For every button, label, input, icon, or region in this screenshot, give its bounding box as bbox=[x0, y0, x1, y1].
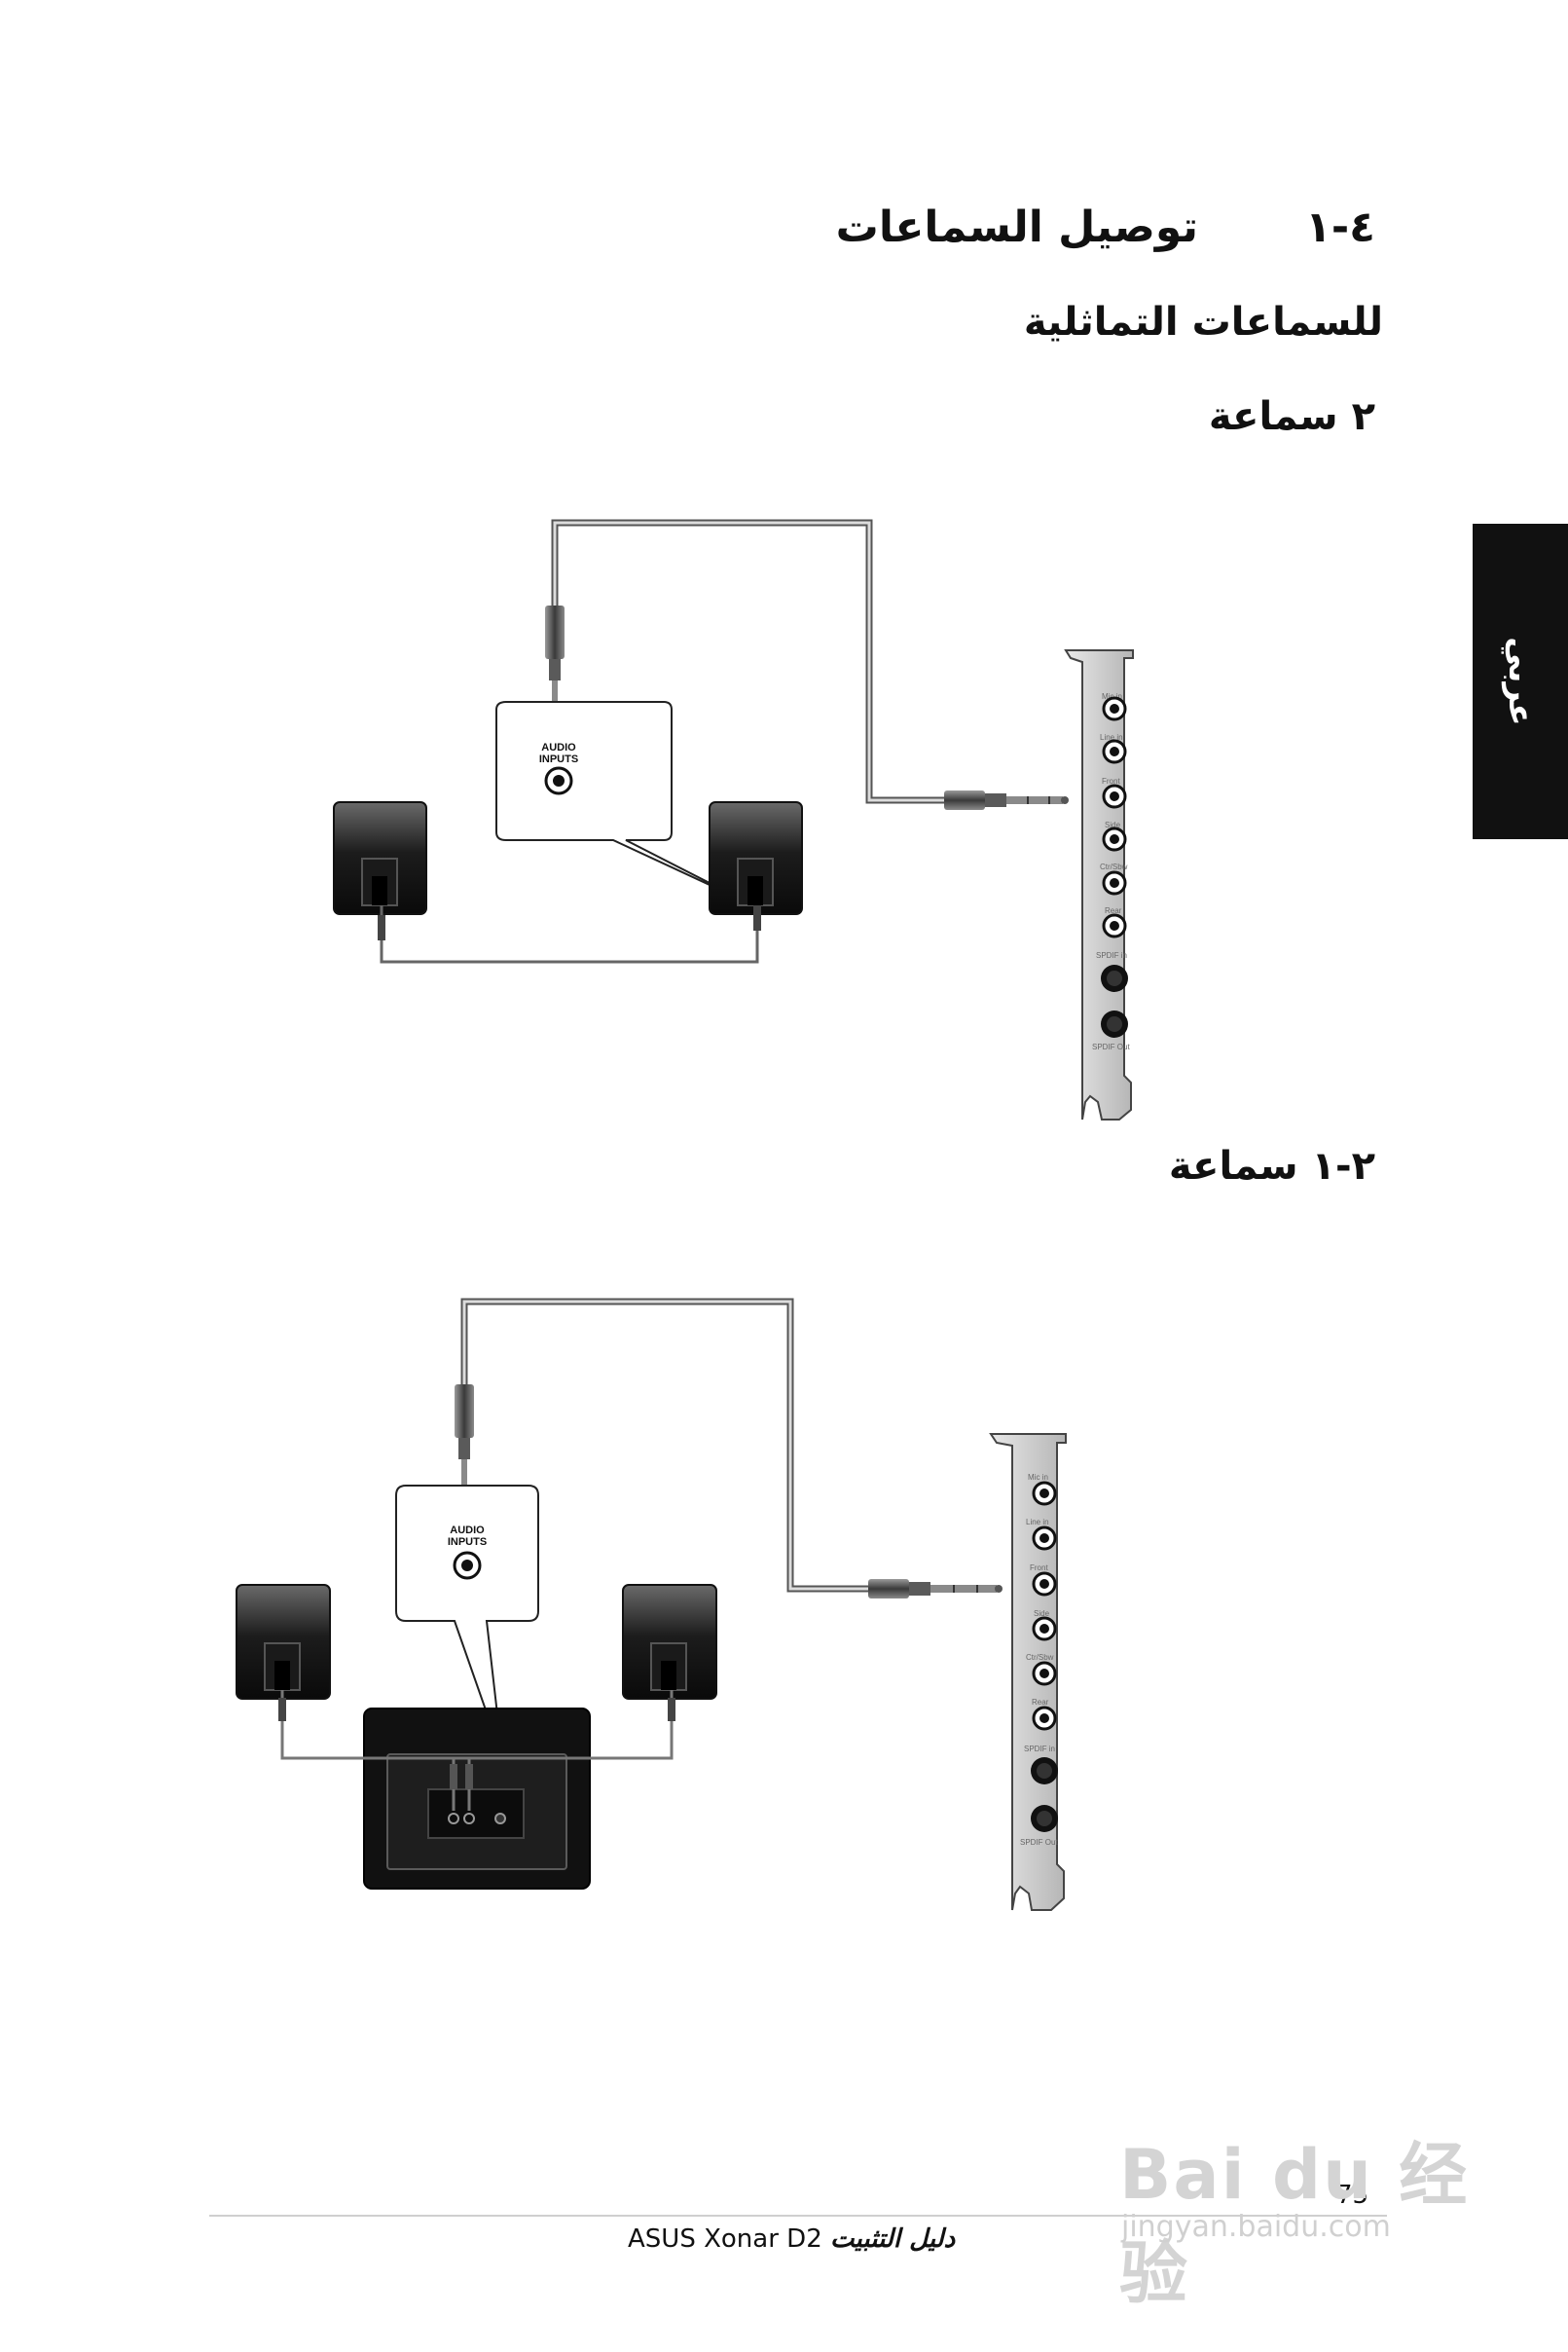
audio-inputs-label: INPUTS bbox=[448, 1536, 487, 1548]
audio-inputs-label: AUDIO bbox=[450, 1525, 485, 1536]
sound-card-ports: Mic in Line in Front Side Ctr/Sbw Rear S… bbox=[1092, 692, 1130, 1051]
speaker-icon bbox=[236, 1584, 331, 1700]
port-label: Rear bbox=[1105, 906, 1122, 915]
port-label: SPDIF in bbox=[1024, 1745, 1055, 1753]
audio-inputs-label: INPUTS bbox=[539, 753, 578, 765]
page-number: 75 bbox=[1336, 2181, 1369, 2210]
watermark-logo: Bai du 经验 bbox=[1119, 2135, 1470, 2313]
section-number: ٤-١ bbox=[1305, 202, 1375, 252]
footer-product: ASUS Xonar D2 bbox=[628, 2224, 822, 2254]
cable-plug-icon bbox=[944, 790, 1069, 810]
audio-inputs-callout: AUDIO INPUTS bbox=[495, 701, 750, 904]
diagram-21-speakers: AUDIO INPUTS bbox=[236, 1298, 1067, 1911]
speaker-icon bbox=[709, 801, 803, 915]
port-label: Front bbox=[1102, 777, 1120, 786]
watermark-url: jingyan.baidu.com bbox=[1121, 2210, 1391, 2244]
footer-title: ASUS Xonar D2 دليل التثبيت bbox=[628, 2224, 955, 2254]
section-title: توصيل السماعات bbox=[835, 202, 1199, 252]
port-label: Side bbox=[1034, 1609, 1050, 1618]
port-label: Rear bbox=[1032, 1698, 1049, 1707]
speaker-icon bbox=[333, 801, 427, 915]
subwoofer-icon bbox=[363, 1708, 591, 1890]
audio-inputs-label: AUDIO bbox=[541, 742, 576, 753]
heading-2-speakers: ٢ سماعة bbox=[1208, 394, 1375, 439]
footer-guide-title: دليل التثبيت bbox=[830, 2224, 956, 2254]
port-label: Mic in bbox=[1028, 1473, 1048, 1482]
port-label: SPDIF Out bbox=[1020, 1838, 1058, 1847]
port-label: Line in bbox=[1026, 1518, 1049, 1526]
speaker-link-cable bbox=[280, 1690, 674, 1760]
port-label: Ctr/Sbw bbox=[1026, 1653, 1054, 1662]
port-label: Ctr/Sbw bbox=[1100, 863, 1128, 871]
section-heading: ٤-١ توصيل السماعات bbox=[836, 202, 1375, 252]
port-label: SPDIF Out bbox=[1092, 1043, 1130, 1051]
cable-plug-icon bbox=[868, 1579, 1003, 1599]
language-side-tab: عربي bbox=[1473, 524, 1568, 839]
sound-card-bracket bbox=[989, 1433, 1067, 1911]
port-label: SPDIF in bbox=[1096, 951, 1127, 960]
sound-card-bracket bbox=[1064, 649, 1134, 1121]
speaker-link-cable bbox=[380, 905, 759, 964]
subtitle: للسماعات التماثلية bbox=[1023, 300, 1383, 345]
heading-21-speakers: ٢-١ سماعة bbox=[1168, 1144, 1375, 1189]
port-label: Mic in bbox=[1102, 692, 1122, 701]
port-label: Front bbox=[1030, 1563, 1048, 1572]
speaker-icon bbox=[622, 1584, 717, 1700]
port-label: Side bbox=[1105, 821, 1121, 829]
diagram-2-speakers: AUDIO INPUTS Mic in Line in bbox=[333, 519, 1134, 1121]
audio-inputs-callout: AUDIO INPUTS bbox=[395, 1485, 539, 1758]
sound-card-ports: Mic in Line in Front Side Ctr/Sbw Rear S… bbox=[1020, 1473, 1058, 1847]
baidu-watermark: Bai du 经验 jingyan.baidu.com bbox=[1110, 2113, 1499, 2313]
port-label: Line in bbox=[1100, 733, 1123, 742]
footer-divider bbox=[209, 2215, 1387, 2217]
cable-plug-icon bbox=[455, 1384, 474, 1501]
